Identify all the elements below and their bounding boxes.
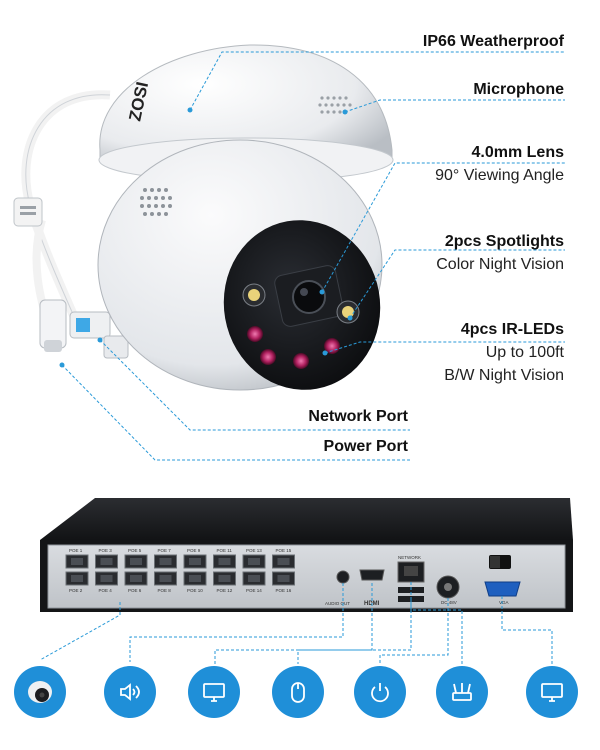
label-lens-title: 4.0mm Lens — [471, 144, 564, 161]
poe-port-label: POE 2 — [69, 588, 83, 593]
nvr-top — [40, 498, 573, 540]
poe-port-label: POE 16 — [276, 588, 292, 593]
speaker-holes — [140, 188, 172, 216]
ir-led-2 — [260, 349, 276, 365]
router-icon — [436, 666, 488, 718]
poe-port-contacts — [71, 575, 83, 582]
poe-port-contacts — [71, 558, 83, 565]
poe-port-label: POE 13 — [246, 548, 262, 553]
poe-port-contacts — [159, 558, 172, 565]
label-power-port: Power Port — [323, 438, 408, 456]
vga-label: VGA — [499, 600, 509, 605]
label-microphone-title: Microphone — [473, 81, 564, 98]
ir-led-1 — [247, 326, 263, 342]
poe-port-label: POE 1 — [69, 548, 83, 553]
label-lens-sub: 90° Viewing Angle — [435, 166, 564, 184]
label-weatherproof-title: IP66 Weatherproof — [422, 33, 564, 50]
dc-label: DC 48V — [441, 600, 457, 605]
label-irleds-sub1: Up to 100ft — [485, 343, 564, 361]
label-power-port-title: Power Port — [323, 438, 408, 455]
label-lens: 4.0mm Lens 90° Viewing Angle — [435, 144, 564, 185]
poe-port-label: POE 3 — [99, 548, 113, 553]
poe-port-label: POE 14 — [246, 588, 262, 593]
poe-port-label: POE 11 — [217, 548, 233, 553]
monitor-icon — [188, 666, 240, 718]
camera-icon — [14, 666, 66, 718]
ir-led-3 — [293, 353, 309, 369]
audio-out-label: AUDIO OUT — [325, 601, 350, 606]
monitor-icon — [526, 666, 578, 718]
vga-port — [484, 581, 521, 597]
poe-port-contacts — [130, 575, 142, 582]
network-label: NETWORK — [398, 555, 421, 560]
poe-port-label: POE 15 — [276, 548, 292, 553]
poe-port-contacts — [277, 575, 290, 582]
poe-port-label: POE 5 — [128, 548, 142, 553]
poe-port-contacts — [100, 558, 113, 565]
label-irleds: 4pcs IR-LEDs Up to 100ft B/W Night Visio… — [444, 321, 564, 384]
label-spotlights-sub: Color Night Vision — [436, 255, 564, 273]
poe-port-label: POE 12 — [217, 588, 233, 593]
mouse-icon — [272, 666, 324, 718]
poe-port-label: POE 10 — [187, 588, 203, 593]
poe-port-contacts — [218, 575, 231, 582]
hdmi-port — [359, 569, 385, 581]
poe-port-contacts — [218, 558, 231, 565]
label-network-port: Network Port — [308, 408, 408, 426]
poe-port-contacts — [159, 575, 172, 582]
label-irleds-title: 4pcs IR-LEDs — [460, 321, 564, 338]
poe-port-label: POE 8 — [158, 588, 172, 593]
poe-port-label: POE 4 — [99, 588, 113, 593]
poe-port-contacts — [189, 558, 201, 565]
poe-port-label: POE 7 — [158, 548, 172, 553]
speaker-icon — [104, 666, 156, 718]
label-network-port-title: Network Port — [308, 408, 408, 425]
camera-lens — [292, 280, 326, 314]
poe-port-contacts — [100, 575, 113, 582]
label-irleds-sub2: B/W Night Vision — [444, 366, 564, 384]
poe-port-contacts — [130, 558, 142, 565]
poe-port-contacts — [248, 558, 260, 565]
poe-port-contacts — [277, 558, 290, 565]
poe-ports: POE 1 POE 3 POE 5 POE 7 POE 9 POE 11 POE 13 POE… — [65, 548, 295, 593]
label-weatherproof: IP66 Weatherproof — [422, 33, 564, 51]
poe-port-label: POE 9 — [187, 548, 201, 553]
label-spotlights-title: 2pcs Spotlights — [444, 233, 564, 250]
poe-port-contacts — [189, 575, 201, 582]
poe-port-contacts — [248, 575, 260, 582]
label-microphone: Microphone — [473, 81, 564, 99]
label-spotlights: 2pcs Spotlights Color Night Vision — [436, 233, 564, 274]
poe-port-label: POE 6 — [128, 588, 142, 593]
power-icon — [354, 666, 406, 718]
